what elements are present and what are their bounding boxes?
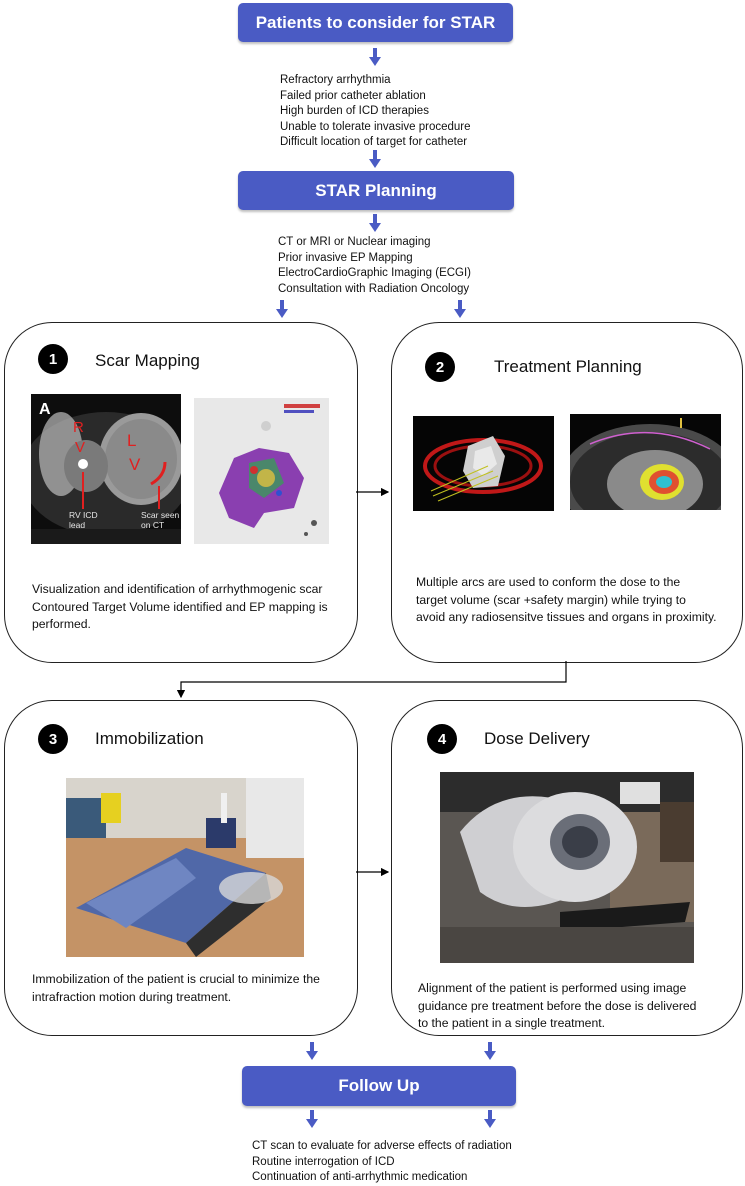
- panel-title: Scar Mapping: [95, 351, 200, 370]
- panel-description: Alignment of the patient is performed us…: [418, 980, 696, 1033]
- list-item: Failed prior catheter ablation: [280, 89, 426, 102]
- panel-title: Immobilization: [95, 729, 204, 748]
- down-arrow-icon: [454, 300, 466, 318]
- list-item: Consultation with Radiation Oncology: [278, 282, 470, 295]
- linac-photo: [440, 772, 694, 963]
- step-number-badge: 3: [38, 724, 68, 754]
- description-line: target volume (scar +safety margin) whil…: [416, 592, 686, 607]
- list-item: Routine interrogation of ICD: [252, 1155, 395, 1168]
- step-number-badge: 2: [425, 352, 455, 382]
- description-line: avoid any radiosensitve tissues and orga…: [416, 610, 717, 624]
- planning-list: CT or MRI or Nuclear imaging Prior invas…: [278, 235, 471, 297]
- panel-title: Dose Delivery: [484, 729, 590, 748]
- list-item: Unable to tolerate invasive procedure: [280, 120, 471, 133]
- ct-label-v-left: V: [75, 439, 85, 456]
- description-line: guidance pre treatment before the dose i…: [418, 998, 697, 1013]
- description-line: Alignment of the patient is performed us…: [418, 981, 687, 995]
- panel-title: Treatment Planning: [494, 357, 642, 376]
- description-line: intrafraction motion during treatment.: [32, 989, 232, 1004]
- dose-distribution-image: [570, 414, 721, 510]
- panel-description: Visualization and identification of arrh…: [32, 581, 328, 634]
- ct-scar-line2: on CT: [141, 520, 164, 530]
- arc-plan-graphic: [413, 416, 554, 511]
- ct-scar-line1: Scar seen: [141, 510, 180, 520]
- ct-panel-letter: A: [39, 401, 51, 418]
- panel-description: Multiple arcs are used to conform the do…: [416, 574, 717, 627]
- ct-label-l: L: [127, 431, 136, 450]
- header-planning: STAR Planning: [238, 171, 514, 210]
- header-followup: Follow Up: [242, 1066, 516, 1106]
- followup-list: CT scan to evaluate for adverse effects …: [252, 1139, 512, 1186]
- arc-plan-image: [413, 416, 554, 511]
- panel-dose-delivery: 4 Dose Delivery Alignment of the patient…: [391, 700, 743, 1036]
- ct-label-r: R: [73, 419, 84, 436]
- down-arrow-icon: [306, 1042, 318, 1060]
- down-arrow-icon: [276, 300, 288, 318]
- panel-immobilization: 3 Immobilization Immobilization of the p…: [4, 700, 358, 1036]
- list-item: Difficult location of target for cathete…: [280, 136, 468, 148]
- list-item: CT or MRI or Nuclear imaging: [278, 236, 431, 248]
- description-line: Immobilization of the patient is crucial…: [32, 972, 320, 986]
- ct-label-lead: RV ICD lead: [69, 510, 100, 530]
- ct-lead-line1: RV ICD: [69, 510, 98, 520]
- ct-lead-line2: lead: [69, 520, 85, 530]
- down-arrow-icon: [306, 1110, 318, 1128]
- step-number-badge: 1: [38, 344, 68, 374]
- description-line: to the patient in a single treatment.: [418, 1016, 605, 1030]
- down-arrow-icon: [484, 1042, 496, 1060]
- header-patients: Patients to consider for STAR: [238, 3, 513, 42]
- down-arrow-icon: [369, 48, 381, 66]
- immobilization-photo: [66, 778, 304, 957]
- ct-scan-image: A R V L V RV ICD lead Scar seen on CT: [31, 394, 181, 544]
- down-arrow-icon: [484, 1110, 496, 1128]
- linac-graphic: [440, 772, 694, 963]
- description-line: Multiple arcs are used to conform the do…: [416, 575, 681, 589]
- panel-description: Immobilization of the patient is crucial…: [32, 971, 320, 1006]
- list-item: Prior invasive EP Mapping: [278, 251, 413, 264]
- description-line: Contoured Target Volume identified and E…: [32, 599, 328, 614]
- ct-label-scar: Scar seen on CT: [141, 510, 181, 530]
- immobilization-graphic: [66, 778, 304, 957]
- down-arrow-icon: [369, 150, 381, 168]
- ct-scan-graphic: A R V L V RV ICD lead Scar seen on CT: [31, 394, 181, 544]
- description-line: Visualization and identification of arrh…: [32, 582, 323, 596]
- patients-list: Refractory arrhythmia Failed prior cathe…: [280, 73, 471, 151]
- dose-distribution-graphic: [570, 414, 721, 510]
- ep-map-graphic: [194, 398, 329, 544]
- list-item: ElectroCardioGraphic Imaging (ECGI): [278, 267, 472, 279]
- list-item: Continuation of anti-arrhythmic medicati…: [252, 1171, 468, 1183]
- list-item: CT scan to evaluate for adverse effects …: [252, 1140, 512, 1152]
- ep-map-image: [194, 398, 329, 544]
- list-item: Refractory arrhythmia: [280, 74, 391, 86]
- step-number-badge: 4: [427, 724, 457, 754]
- ct-label-v-right: V: [129, 455, 141, 474]
- down-arrow-icon: [369, 214, 381, 232]
- connector-2-to-3: [176, 661, 567, 699]
- panel-scar-mapping: 1 Scar Mapping A R V L V RV ICD lead: [4, 322, 358, 663]
- list-item: High burden of ICD therapies: [280, 105, 429, 117]
- panel-treatment-planning: 2 Treatment Planning Multiple arcs ar: [391, 322, 743, 663]
- description-line: performed.: [32, 617, 91, 631]
